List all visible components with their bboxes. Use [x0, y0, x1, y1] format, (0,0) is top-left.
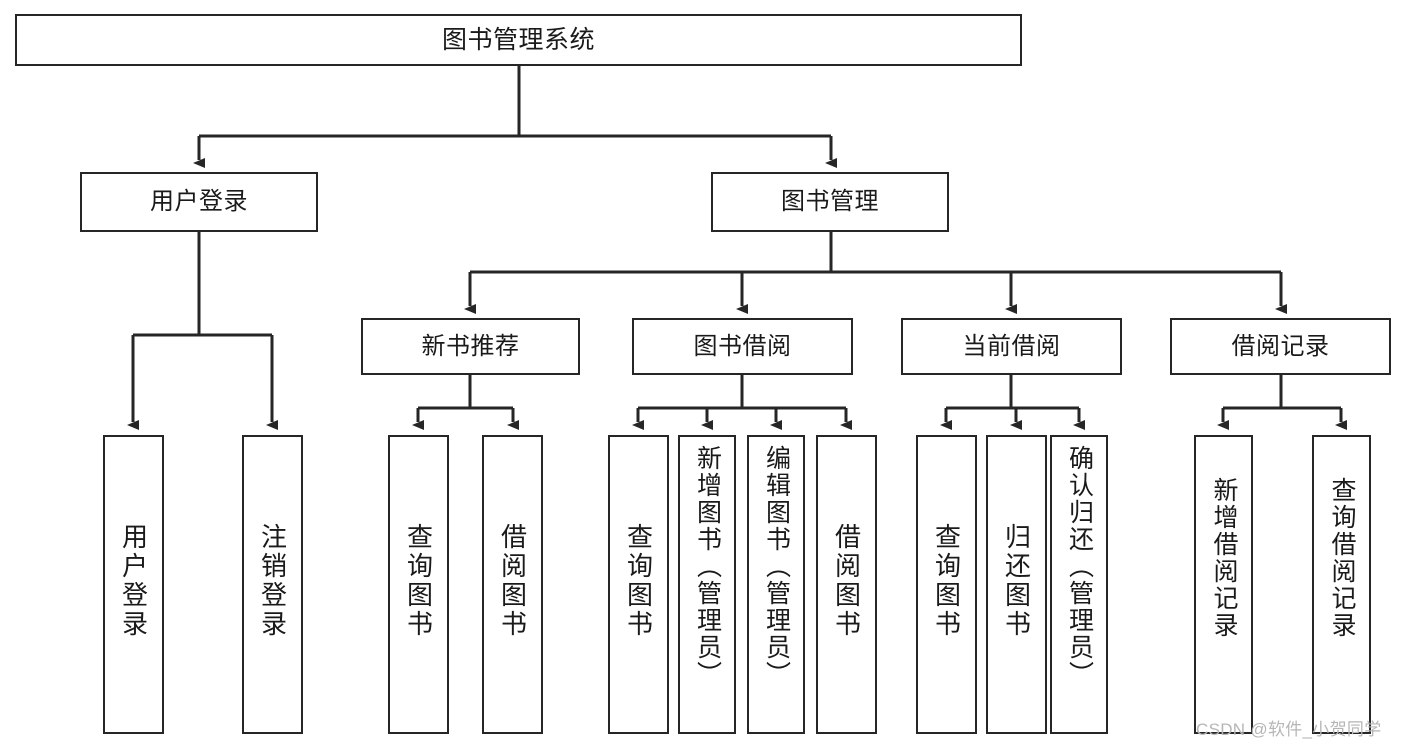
leaf-borrow-book-b[interactable]: 借阅图书 [816, 435, 877, 734]
node-label: 新书推荐 [421, 332, 520, 360]
node-label: 查询借阅记录 [1328, 477, 1356, 639]
node-label: 当前借阅 [962, 332, 1061, 360]
leaf-query-borrow-record[interactable]: 查询借阅记录 [1312, 435, 1371, 734]
leaf-add-borrow-record[interactable]: 新增借阅记录 [1194, 435, 1253, 734]
node-label: 用户登录 [118, 523, 149, 639]
node-label: 图书管理 [781, 188, 879, 216]
csdn-watermark: CSDN @软件_小贺同学 [1196, 720, 1382, 739]
node-label: 归还图书 [1001, 523, 1032, 639]
leaf-logout[interactable]: 注销登录 [242, 435, 303, 734]
node-label: 注销登录 [257, 523, 288, 639]
node-label: 图书借阅 [693, 332, 792, 360]
leaf-return-book[interactable]: 归还图书 [986, 435, 1047, 734]
node-label: 借阅图书 [831, 523, 862, 639]
leaf-user-login[interactable]: 用户登录 [103, 435, 164, 734]
node-root-book-management-system[interactable]: 图书管理系统 [15, 14, 1022, 66]
node-label: 借阅图书 [497, 523, 528, 639]
node-label: 借阅记录 [1231, 332, 1330, 360]
leaf-add-book-admin[interactable]: 新增图书（管理员） [678, 435, 736, 734]
leaf-confirm-return-admin[interactable]: 确认归还（管理员） [1050, 435, 1108, 734]
leaf-query-book-b[interactable]: 查询图书 [608, 435, 669, 734]
node-label: 查询图书 [623, 523, 654, 639]
node-user-login[interactable]: 用户登录 [80, 172, 318, 232]
node-label: 查询图书 [403, 523, 434, 639]
leaf-borrow-book-a[interactable]: 借阅图书 [482, 435, 543, 734]
leaf-query-book-a[interactable]: 查询图书 [388, 435, 449, 734]
node-label: 用户登录 [150, 188, 248, 216]
node-book-management[interactable]: 图书管理 [711, 172, 949, 232]
node-book-borrow[interactable]: 图书借阅 [632, 318, 853, 375]
leaf-edit-book-admin[interactable]: 编辑图书（管理员） [747, 435, 805, 734]
node-label: 新增图书（管理员） [693, 445, 722, 688]
node-label: 图书管理系统 [441, 25, 595, 54]
node-current-borrow[interactable]: 当前借阅 [901, 318, 1122, 375]
node-label: 确认归还（管理员） [1065, 445, 1094, 688]
node-label: 查询图书 [931, 523, 962, 639]
leaf-query-book-c[interactable]: 查询图书 [916, 435, 977, 734]
node-borrow-record[interactable]: 借阅记录 [1170, 318, 1391, 375]
node-new-book-recommend[interactable]: 新书推荐 [361, 318, 580, 375]
node-label: 新增借阅记录 [1210, 477, 1238, 639]
node-label: 编辑图书（管理员） [762, 445, 791, 688]
